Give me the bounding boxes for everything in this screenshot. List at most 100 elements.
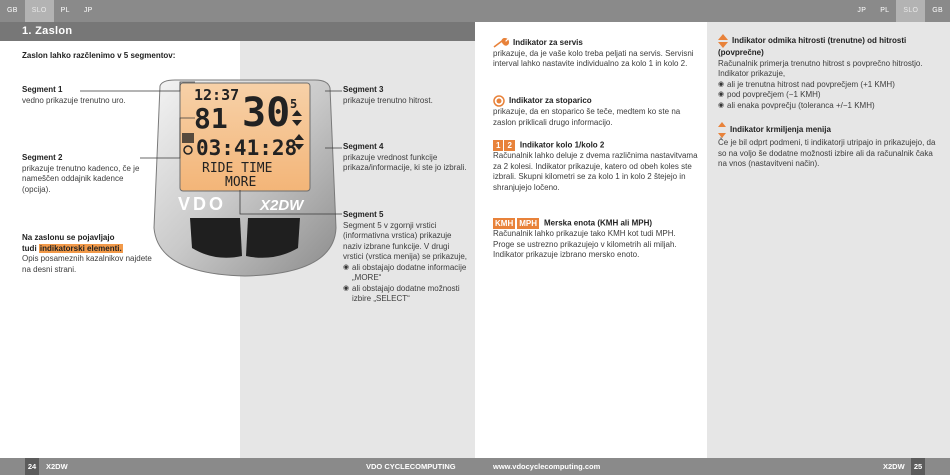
- indicator-note-line2: tudi indikatorski elementi.: [22, 243, 157, 255]
- menu-control-title-row: Indikator krmiljenja menija: [718, 122, 943, 138]
- speed-bullet-3: ◉ali enaka povprečju (toleranca +/−1 KMH…: [718, 101, 943, 112]
- bike-indicator-body: Računalnik lahko deluje z dvema različni…: [493, 151, 698, 192]
- bullet-icon: ◉: [718, 91, 725, 98]
- device-brand: VDO: [178, 194, 226, 214]
- up-down-arrows-icon: [718, 34, 728, 48]
- segment-1-body: vedno prikazuje trenutno uro.: [22, 95, 126, 105]
- stopwatch-indicator: Indikator za stoparico prikazuje, da en …: [493, 95, 698, 128]
- speed-deviation-title-row: Indikator odmika hitrosti (trenutne) od …: [718, 34, 943, 59]
- lang-slo[interactable]: SLO: [896, 0, 926, 22]
- stopwatch-icon: [493, 95, 505, 107]
- device-right-button[interactable]: [246, 218, 300, 258]
- footer-model-right: X2DW: [883, 462, 905, 471]
- bike-2-icon: 2: [504, 140, 515, 151]
- unit-indicator-title-row: KMH MPH Merska enota (KMH ali MPH): [493, 218, 698, 229]
- lcd-speed-arrows-icon: [292, 110, 302, 126]
- segment-3-body: prikazuje trenutno hitrost.: [343, 95, 433, 105]
- segment-4-body: prikazuje vrednost funkcije prikaza/info…: [343, 152, 467, 173]
- section-title: 1. Zaslon: [0, 22, 475, 41]
- lcd-service-icon: [182, 133, 194, 143]
- device-model: X2DW: [259, 197, 305, 214]
- bike-indicator: 1 2 Indikator kolo 1/kolo 2 Računalnik l…: [493, 140, 698, 193]
- menu-arrows-icon: [718, 122, 726, 138]
- page-number-left: 24: [25, 458, 39, 475]
- lcd-row1: RIDE TIME: [202, 161, 272, 176]
- service-indicator-body: prikazuje, da je vaše kolo treba peljati…: [493, 48, 694, 69]
- indicator-note-body: Opis posameznih kazalnikov najdete na de…: [22, 254, 152, 274]
- speed-bullet-1: ◉ali je trenutna hitrost nad povprečjem …: [718, 80, 943, 91]
- lcd-time: 12:37: [194, 86, 239, 104]
- lang-gb[interactable]: GB: [7, 7, 18, 14]
- menu-control-title: Indikator krmiljenja menija: [730, 125, 831, 135]
- segment-3-title: Segment 3: [343, 85, 384, 94]
- bullet-icon: ◉: [343, 284, 350, 292]
- segment-3: Segment 3 prikazuje trenutno hitrost.: [343, 85, 471, 106]
- page-number-right: 25: [911, 458, 925, 475]
- bike-indicator-title-row: 1 2 Indikator kolo 1/kolo 2: [493, 140, 698, 151]
- indicator-note-line1: Na zaslonu se pojavljajo: [22, 233, 115, 242]
- lang-gb[interactable]: GB: [932, 7, 943, 14]
- lcd-menu-arrows-icon: [294, 134, 304, 150]
- lcd-speed: 30: [242, 90, 290, 136]
- unit-icon: KMH MPH: [493, 218, 539, 229]
- bullet-icon: ◉: [718, 101, 725, 109]
- stopwatch-indicator-title-row: Indikator za stoparico: [493, 95, 698, 107]
- speed-bullet-2: ◉pod povprečjem (−1 KMH): [718, 90, 943, 101]
- segment-2-title: Segment 2: [22, 153, 63, 162]
- service-indicator: Indikator za servis prikazuje, da je vaš…: [493, 38, 698, 70]
- device-left-button[interactable]: [190, 218, 242, 258]
- segment-2-body: prikazuje trenutno kadenco, če je namešč…: [22, 163, 140, 194]
- segment-4: Segment 4 prikazuje vrednost funkcije pr…: [343, 142, 471, 174]
- speed-bullet-1-text: ali je trenutna hitrost nad povprečjem (…: [727, 79, 895, 89]
- lcd-trip: 03:41:28: [196, 136, 297, 160]
- unit-indicator-title: Merska enota (KMH ali MPH): [544, 218, 653, 228]
- segment-1: Segment 1 vedno prikazuje trenutno uro.: [22, 85, 132, 106]
- bullet-icon: ◉: [343, 263, 350, 271]
- speed-deviation-title: Indikator odmika hitrosti (trenutne) od …: [718, 36, 907, 57]
- top-bar-left: GB SLO PL JP: [0, 0, 475, 22]
- indicator-note-highlight: indikatorski elementi.: [38, 243, 123, 253]
- wrench-icon: [493, 38, 509, 48]
- segment-5-body: Segment 5 v zgornji vrstici (informativn…: [343, 220, 468, 262]
- segment-2: Segment 2 prikazuje trenutno kadenco, če…: [22, 153, 147, 195]
- bike-1-icon: 1: [493, 140, 504, 151]
- lcd-speed-small: 5: [290, 97, 297, 111]
- indicator-note-pre: tudi: [22, 243, 39, 253]
- indicator-note: Na zaslonu se pojavljajo tudi indikators…: [22, 233, 157, 275]
- indicator-panel: [707, 22, 950, 458]
- unit-indicator: KMH MPH Merska enota (KMH ali MPH) Račun…: [493, 218, 698, 261]
- lcd-row2: MORE: [225, 175, 256, 190]
- segment-5: Segment 5 Segment 5 v zgornji vrstici (i…: [343, 210, 471, 305]
- speed-deviation-indicator: Indikator odmika hitrosti (trenutne) od …: [718, 34, 943, 111]
- footer-brand: VDO CYCLECOMPUTING: [366, 462, 456, 471]
- lang-slo[interactable]: SLO: [24, 0, 54, 22]
- footer-model-left: X2DW: [46, 462, 68, 471]
- lcd-cadence: 81: [194, 102, 228, 135]
- service-indicator-title: Indikator za servis: [513, 38, 583, 48]
- lang-pl[interactable]: PL: [880, 7, 890, 14]
- menu-control-indicator: Indikator krmiljenja menija Če je bil od…: [718, 122, 943, 170]
- bike-indicator-title: Indikator kolo 1/kolo 2: [519, 140, 605, 150]
- footer-bar: 24 X2DW VDO CYCLECOMPUTING www.vdocyclec…: [0, 458, 950, 475]
- lang-jp[interactable]: JP: [83, 7, 93, 14]
- segment-5-bullet-1: ◉ali obstajajo dodatne informacije „MORE…: [343, 263, 471, 284]
- intro-text: Zaslon lahko razčlenimo v 5 segmentov:: [22, 51, 176, 60]
- stopwatch-indicator-body: prikazuje, da en stoparico še teče, medt…: [493, 107, 681, 127]
- cycle-computer-illustration: 12:37 81 30 5 03:41:28 RIDE TIME MORE VD…: [153, 79, 337, 277]
- lang-pl[interactable]: PL: [60, 7, 70, 14]
- unit-indicator-body: Računalnik lahko prikazuje tako KMH kot …: [493, 229, 677, 260]
- speed-deviation-body: Računalnik primerja trenutno hitrost s p…: [718, 58, 923, 79]
- footer-url[interactable]: www.vdocyclecomputing.com: [493, 462, 601, 471]
- mph-icon: MPH: [517, 218, 539, 229]
- stopwatch-indicator-title: Indikator za stoparico: [509, 96, 592, 106]
- lang-jp[interactable]: JP: [857, 7, 867, 14]
- bullet-icon: ◉: [718, 80, 725, 88]
- segment-1-title: Segment 1: [22, 85, 63, 94]
- service-indicator-title-row: Indikator za servis: [493, 38, 698, 49]
- segment-5-title: Segment 5: [343, 210, 384, 219]
- speed-bullet-3-text: ali enaka povprečju (toleranca +/−1 KMH): [727, 100, 875, 110]
- segment-4-title: Segment 4: [343, 142, 384, 151]
- speed-bullet-2-text: pod povprečjem (−1 KMH): [727, 90, 821, 99]
- menu-control-body: Če je bil odprt podmeni, ti indikatorji …: [718, 138, 936, 168]
- segment-5-bullet-2-text: ali obstajajo dodatne možnosti izbire „S…: [352, 283, 460, 304]
